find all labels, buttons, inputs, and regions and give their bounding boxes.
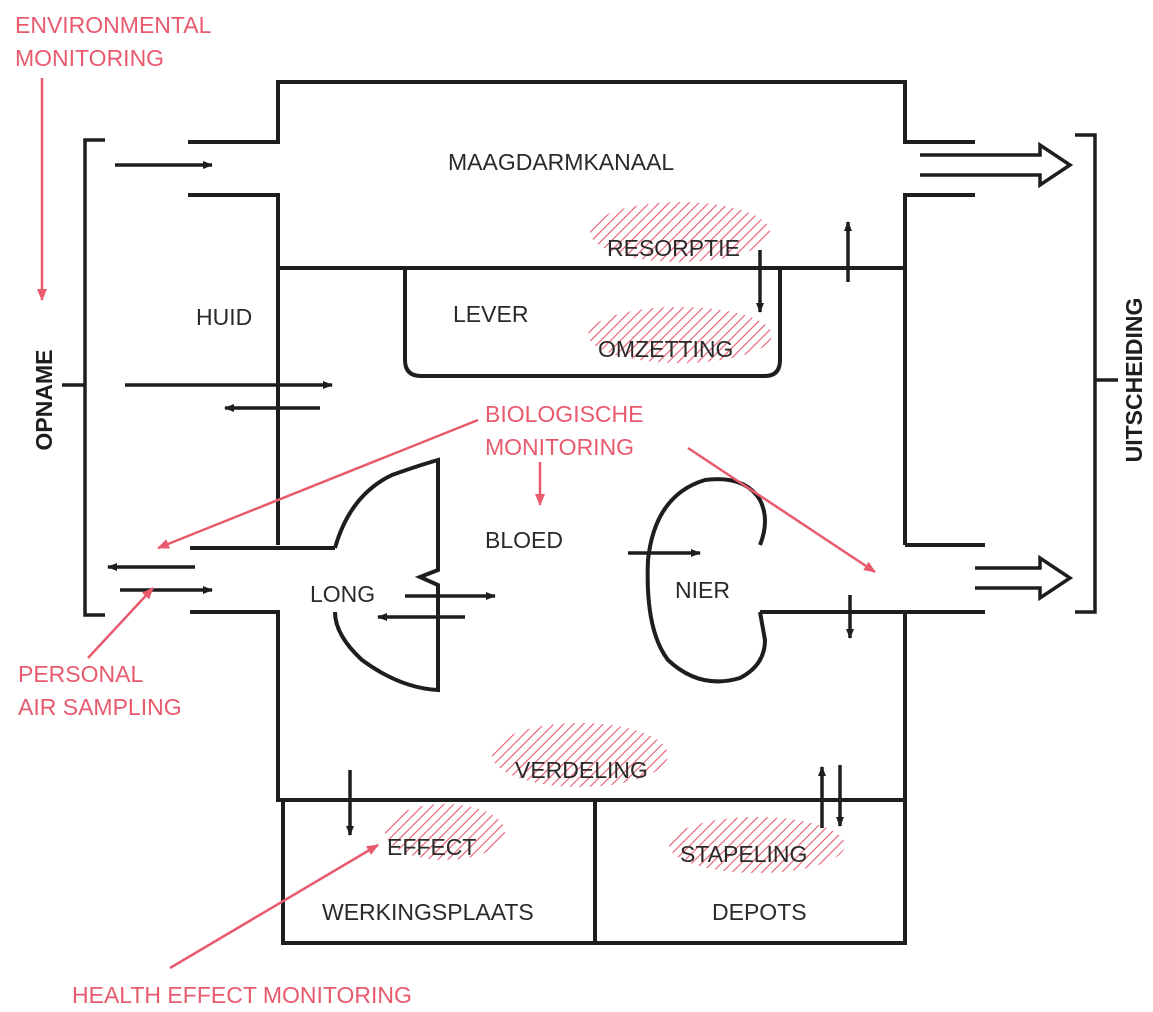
uitscheiding-bracket bbox=[1075, 135, 1095, 612]
personal-air-sampling-label-1: PERSONAL bbox=[18, 661, 143, 687]
maagdarmkanaal-label: MAAGDARMKANAAL bbox=[448, 149, 674, 175]
environmental-monitoring-label-2: MONITORING bbox=[15, 45, 164, 71]
stapeling-label: STAPELING bbox=[680, 841, 807, 867]
nier-label: NIER bbox=[675, 577, 730, 603]
depots-label: DEPOTS bbox=[712, 899, 807, 925]
huid-label: HUID bbox=[196, 304, 252, 330]
long-label: LONG bbox=[310, 581, 375, 607]
biologische-monitoring-label-1: BIOLOGISCHE bbox=[485, 401, 643, 427]
lung-shape bbox=[335, 460, 438, 690]
personal-air-sampling-label-2: AIR SAMPLING bbox=[18, 694, 182, 720]
verdeling-label: VERDELING bbox=[515, 757, 648, 783]
bloed-label: BLOED bbox=[485, 527, 563, 553]
flow-arrows bbox=[108, 165, 850, 835]
opname-label: OPNAME bbox=[31, 350, 57, 451]
lever-label: LEVER bbox=[453, 301, 528, 327]
werkingsplaats-label: WERKINGSPLAATS bbox=[322, 899, 534, 925]
environmental-monitoring-label-1: ENVIRONMENTAL bbox=[15, 12, 212, 38]
opname-bracket bbox=[85, 140, 105, 615]
health-effect-monitoring-label: HEALTH EFFECT MONITORING bbox=[72, 982, 412, 1008]
excretion-arrows bbox=[920, 145, 1070, 598]
resorptie-label: RESORPTIE bbox=[607, 235, 740, 261]
effect-label: EFFECT bbox=[387, 834, 476, 860]
omzetting-label: OMZETTING bbox=[598, 336, 733, 362]
biologische-monitoring-label-2: MONITORING bbox=[485, 434, 634, 460]
body-outline bbox=[188, 82, 985, 943]
uitscheiding-label: UITSCHEIDING bbox=[1121, 298, 1147, 463]
